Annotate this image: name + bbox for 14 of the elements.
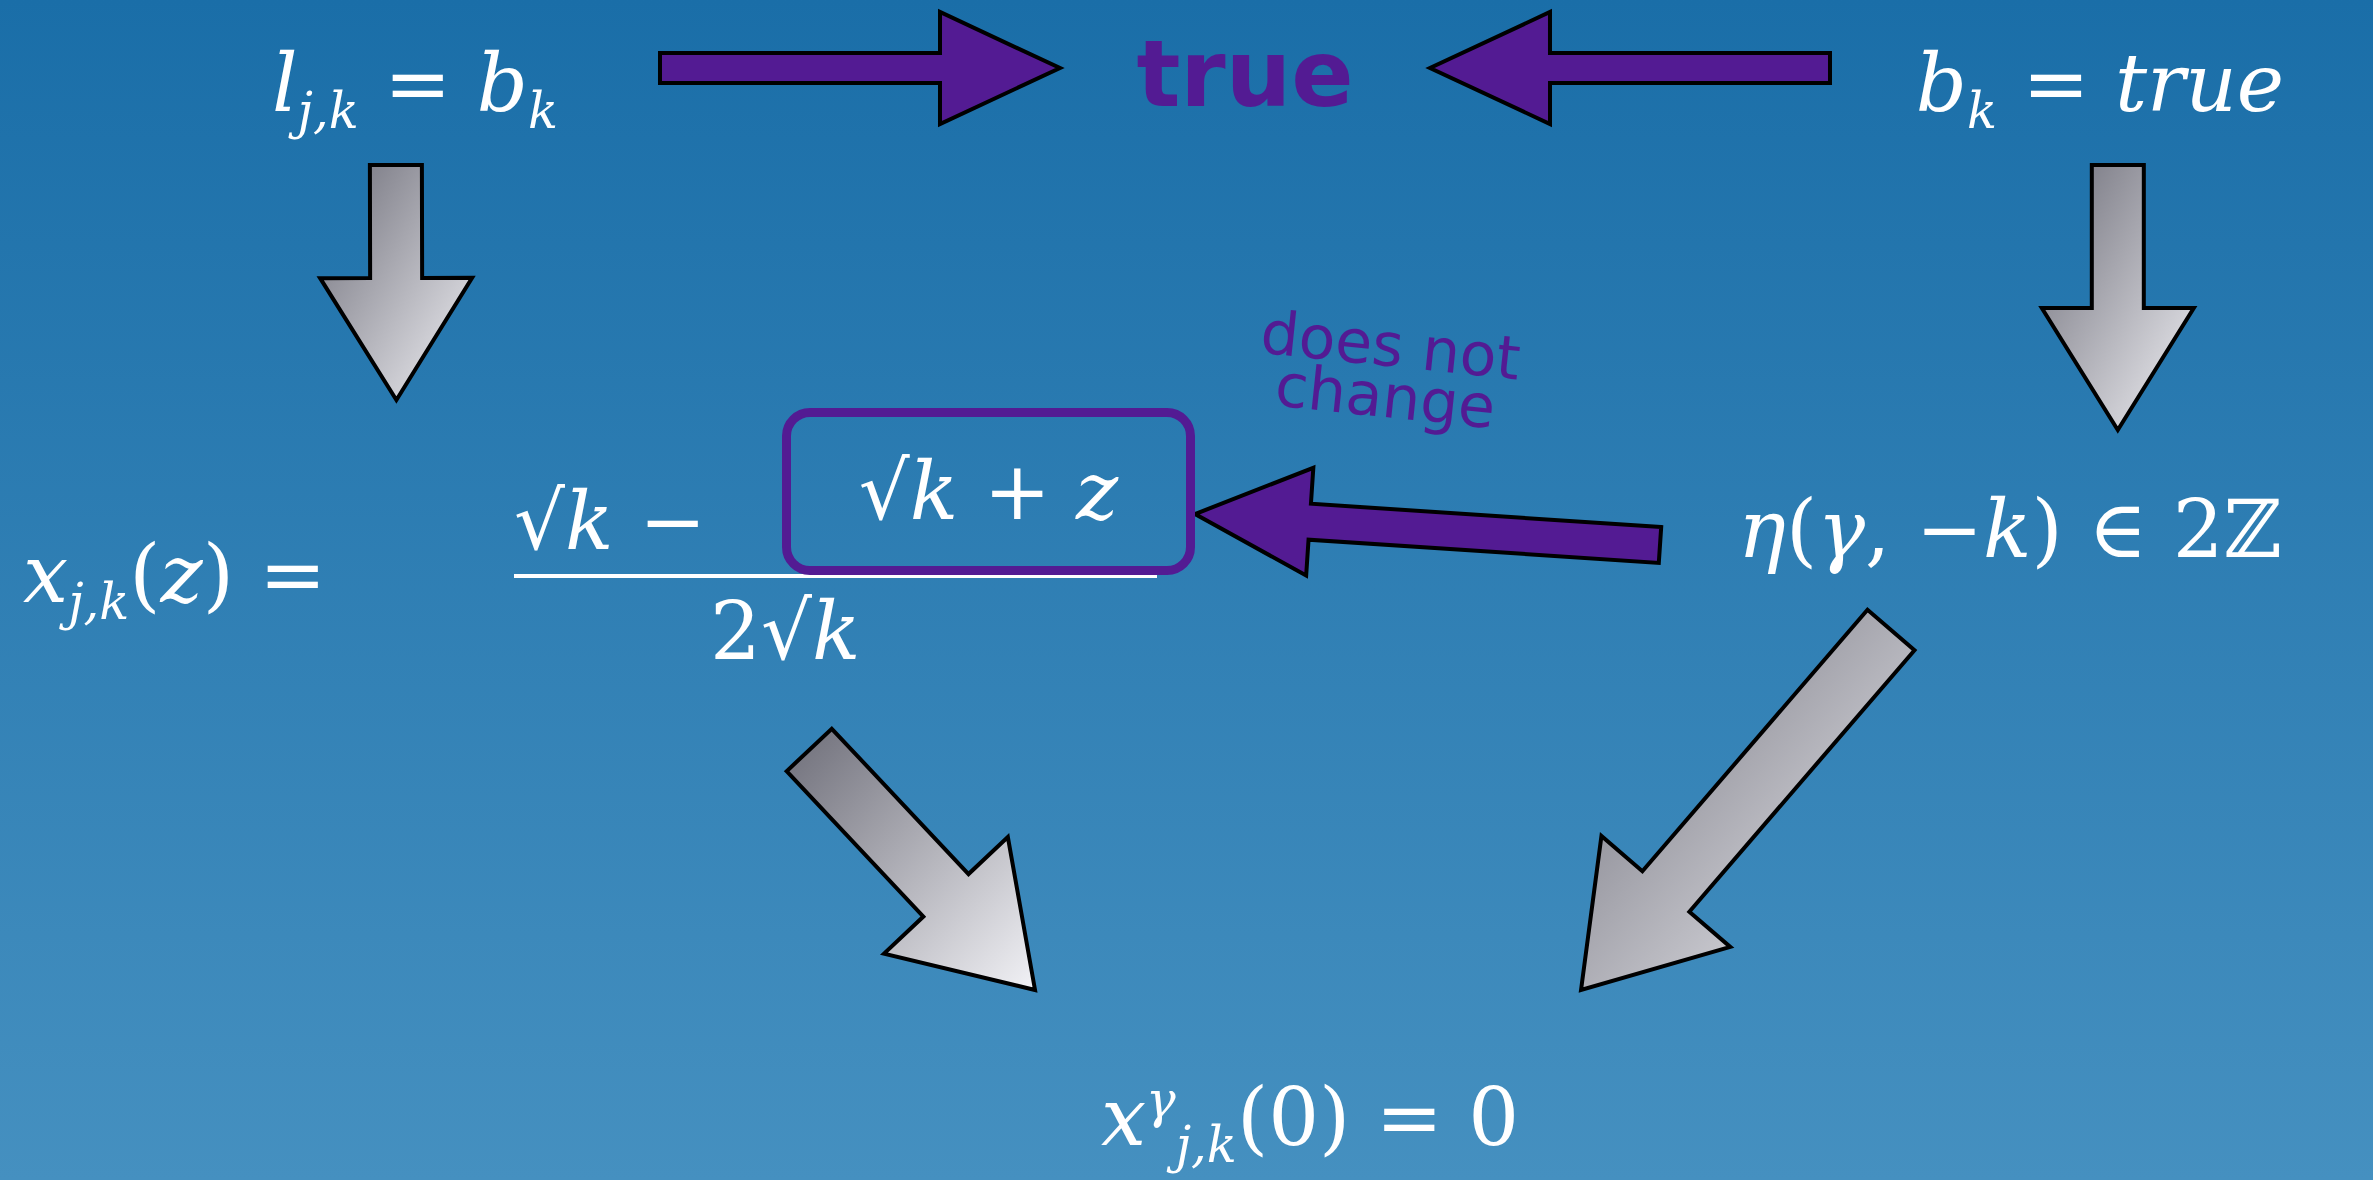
formula: b$_{k}$ = true [1830, 15, 2370, 165]
block-arrow [783, 725, 1038, 993]
highlight-box: √k + z [782, 408, 1195, 575]
edge-label: does not change [1256, 302, 1525, 439]
formula: √k − [514, 482, 706, 562]
formula: l$_{j,k}$ = b$_{k}$ [170, 15, 660, 165]
block-arrow [1425, 8, 1832, 128]
block-arrow [316, 162, 476, 404]
block-arrow [1578, 606, 1918, 993]
keyword: true [1060, 15, 1430, 135]
block-arrow [658, 8, 1065, 128]
formula: 2√k [710, 592, 861, 672]
formula: η(γ, −k) ∈ 2ℤ [1660, 430, 2360, 630]
block-arrow [2038, 163, 2198, 434]
